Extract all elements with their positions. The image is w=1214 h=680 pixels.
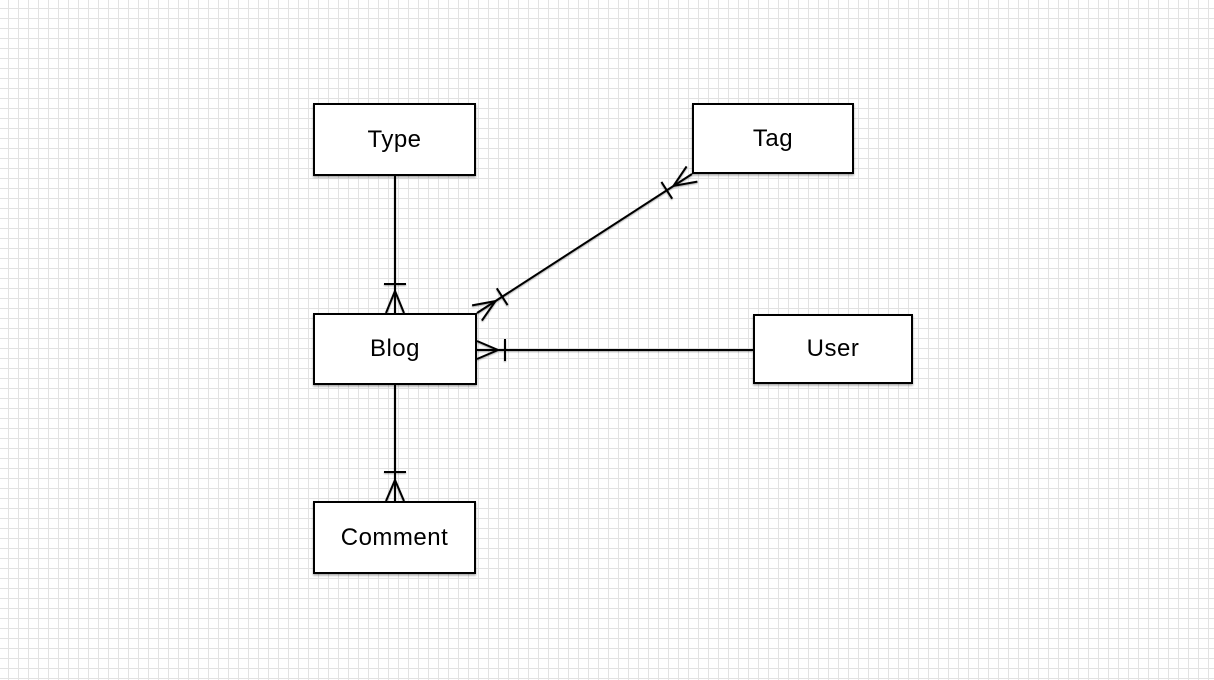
connector-type-blog[interactable] xyxy=(384,176,406,314)
crow-foot-marker xyxy=(476,340,501,360)
entity-comment[interactable]: Comment xyxy=(313,501,476,574)
crow-foot-marker xyxy=(385,477,405,502)
one-tick-marker xyxy=(660,181,674,200)
crow-foot-marker xyxy=(385,288,405,314)
connector-blog-user[interactable] xyxy=(476,339,753,361)
entity-type[interactable]: Type xyxy=(313,103,476,176)
crow-foot-marker xyxy=(671,165,698,188)
connector-blog-comment[interactable] xyxy=(384,385,406,502)
entity-label: User xyxy=(806,335,860,362)
relationship-line xyxy=(476,173,693,314)
entity-label: Blog xyxy=(369,335,421,362)
entity-blog[interactable]: Blog xyxy=(313,313,477,385)
entity-tag[interactable]: Tag xyxy=(692,103,854,174)
entity-user[interactable]: User xyxy=(753,314,913,384)
crow-foot-marker xyxy=(471,299,498,322)
connector-blog-tag[interactable] xyxy=(471,165,698,322)
one-tick-marker xyxy=(495,287,509,306)
entity-label: Tag xyxy=(752,124,794,152)
entity-label: Comment xyxy=(340,523,449,551)
entity-label: Type xyxy=(367,125,422,153)
